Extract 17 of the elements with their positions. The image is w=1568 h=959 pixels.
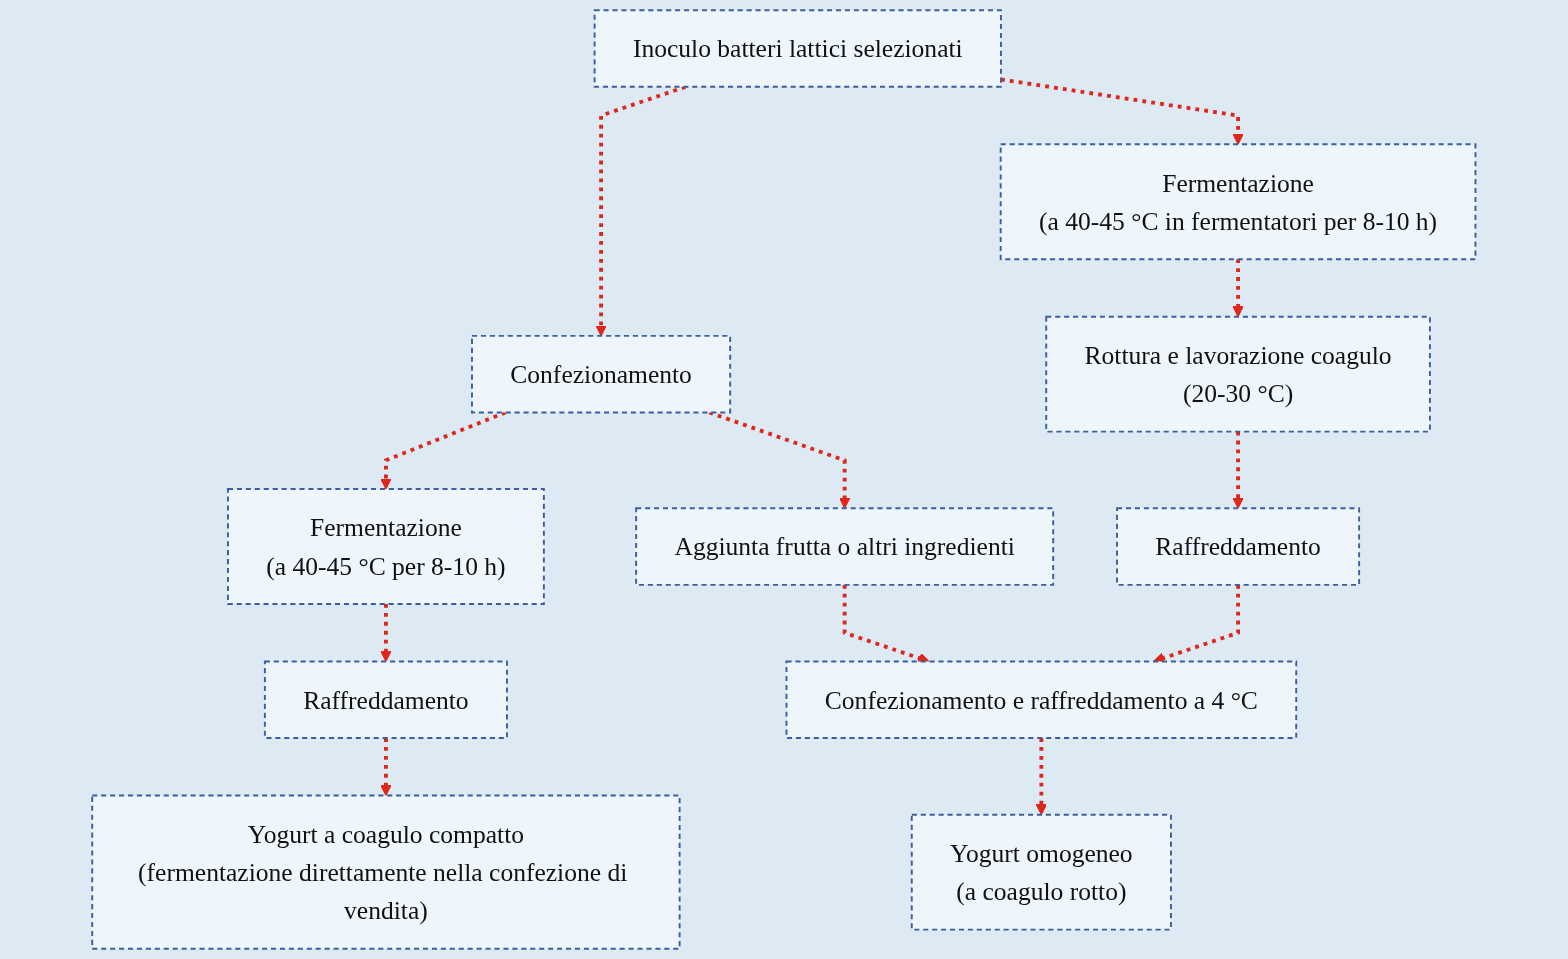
node-box: Yogurt omogeneo (a coagulo rotto) xyxy=(910,813,1173,931)
node-box: Confezionamento xyxy=(471,334,732,414)
arrow xyxy=(380,604,392,662)
node-box: Yogurt a coagulo compatto (fermentazione direttamente nella confezione di vendita) xyxy=(91,794,681,950)
arrow xyxy=(1035,738,1048,816)
arrow xyxy=(1232,259,1244,318)
node-box: Inoculo batteri lattici selezionati xyxy=(593,9,1003,88)
node-box: Raffreddamento xyxy=(264,660,509,740)
node-box: Confezionamento e raffreddamento a 4 °C xyxy=(785,660,1298,740)
node-box: Fermentazione (a 40-45 °C per 8-10 h) xyxy=(227,488,545,605)
node-box: Aggiunta frutta o altri ingredienti xyxy=(635,507,1055,586)
node-box: Raffreddamento xyxy=(1116,507,1361,586)
arrow xyxy=(595,85,687,337)
node-box: Rottura e lavorazione coagulo (20-30 °C) xyxy=(1045,315,1432,433)
arrow xyxy=(1232,431,1244,509)
node-box: Fermentazione (a 40-45 °C in fermentatori per 8-10 h) xyxy=(999,143,1477,261)
arrow xyxy=(380,738,392,797)
